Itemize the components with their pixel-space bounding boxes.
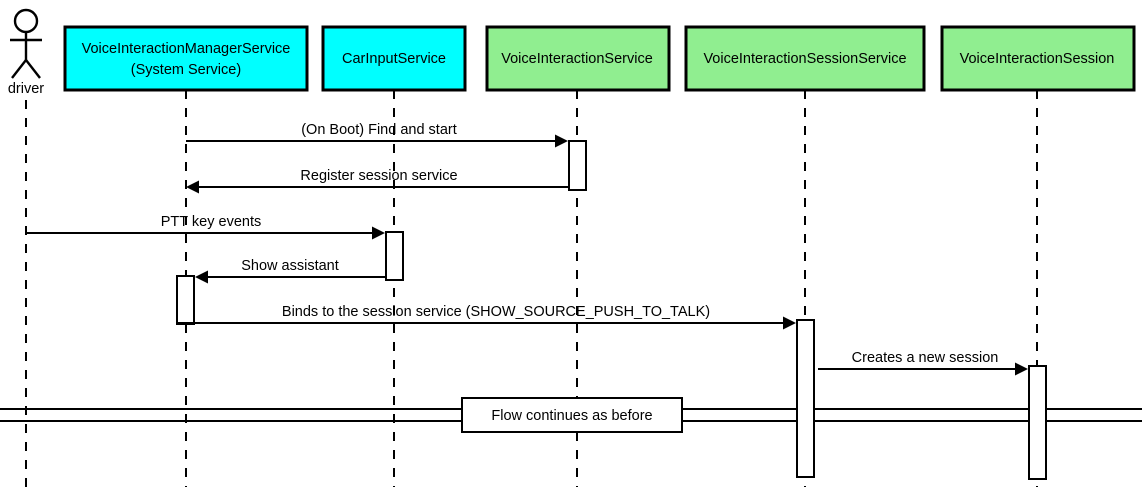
message-label-m6: Creates a new session [852,350,999,366]
divider-label: Flow continues as before [491,408,652,424]
participant-cis[interactable]: CarInputService [321,25,467,92]
participant-label-viss: VoiceInteractionSessionService [703,51,906,67]
activation-bars-group [176,140,1047,480]
participant-boxes-group: VoiceInteractionManagerService (System Se… [63,25,1136,92]
participant-label-vis: VoiceInteractionService [501,51,653,67]
participant-box-vis [485,25,671,92]
participant-box-vims [63,25,309,92]
message-m5: Binds to the session service (SHOW_SOURC… [177,304,796,330]
participant-sublabel-vims: (System Service) [131,62,241,78]
message-arrowhead-m5 [783,316,796,330]
participant-box-viss [684,25,926,92]
message-arrowhead-m6 [1015,362,1028,376]
participant-label-cis: CarInputService [342,51,446,67]
activation-bar-cis [385,231,404,281]
activation-bar-vis [568,140,587,191]
activation-bar-vims [176,275,195,325]
activation-bar-viss [796,319,815,478]
message-m2: Register session service [186,168,568,194]
actor-leg-left-icon [11,59,27,79]
message-m6: Creates a new session [818,350,1028,376]
participant-vims[interactable]: VoiceInteractionManagerService (System Se… [63,25,309,92]
flow-divider: Flow continues as before [461,397,683,433]
participant-box-vsess [940,25,1136,92]
message-arrowhead-m4 [195,270,208,284]
actor-head-icon [13,8,39,34]
message-m3: PTT key events [26,214,385,240]
message-arrowhead-m3 [372,226,385,240]
actor-leg-right-icon [25,59,41,79]
participant-viss[interactable]: VoiceInteractionSessionService [684,25,926,92]
message-label-m3: PTT key events [161,214,261,230]
message-label-m4: Show assistant [241,258,339,274]
participant-label-vsess: VoiceInteractionSession [960,51,1115,67]
message-m1: (On Boot) Find and start [186,122,568,148]
message-arrowhead-m2 [186,180,199,194]
participant-label-vims: VoiceInteractionManagerService [82,41,291,57]
actor-driver[interactable]: driver [8,8,44,97]
activation-bar-vsess [1028,365,1047,480]
message-label-m2: Register session service [300,168,457,184]
message-label-m1: (On Boot) Find and start [301,122,457,138]
participant-vis[interactable]: VoiceInteractionService [485,25,671,92]
divider-box [461,397,683,433]
actor-label: driver [8,81,44,97]
participant-vsess[interactable]: VoiceInteractionSession [940,25,1136,92]
message-label-m5: Binds to the session service (SHOW_SOURC… [282,304,710,320]
participant-box-cis [321,25,467,92]
message-arrowhead-m1 [555,134,568,148]
message-m4: Show assistant [195,258,385,284]
